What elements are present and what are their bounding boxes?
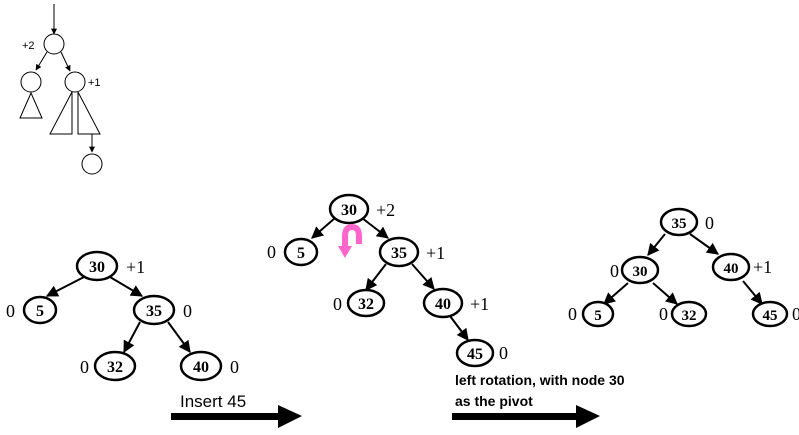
edge-30-32 (652, 282, 678, 305)
insert-step-arrow (171, 405, 302, 428)
edge-30-5 (603, 282, 629, 305)
node-5: 5 (581, 300, 615, 328)
node-30: 30 (620, 255, 660, 285)
edge-30-35 (109, 276, 144, 297)
edge-40-45 (742, 280, 763, 305)
node-32: 32 (93, 350, 137, 382)
schematic-root-node (43, 33, 65, 55)
edge-30-35 (361, 217, 389, 239)
schematic-left-node (20, 71, 42, 93)
rotation-step-label-line1: left rotation, with node 30 (455, 372, 625, 388)
node-5-balance: 0 (6, 301, 15, 321)
svg-text:5: 5 (36, 303, 44, 320)
svg-text:30: 30 (341, 202, 357, 219)
edge-30-5 (45, 276, 85, 297)
node-35: 35 (659, 207, 699, 237)
tree-before: 30 +1 5 0 35 0 32 0 40 0 (6, 250, 239, 382)
schematic-root-balance: +2 (22, 40, 35, 52)
svg-text:45: 45 (467, 346, 483, 363)
node-40-balance: 0 (230, 357, 239, 377)
edge-35-32 (365, 263, 387, 291)
schematic-right-edge (60, 51, 71, 72)
edge-35-40 (167, 321, 191, 353)
schematic-left-edge (35, 51, 48, 71)
rotation-step-arrow (452, 405, 600, 428)
schematic-new-node (81, 153, 103, 175)
node-32-balance: 0 (80, 357, 89, 377)
svg-text:45: 45 (763, 308, 778, 324)
svg-text:5: 5 (594, 308, 602, 324)
schematic-outer-subtree (77, 91, 101, 135)
node-32: 32 (346, 288, 386, 318)
svg-text:30: 30 (633, 264, 648, 280)
node-35: 35 (378, 236, 420, 268)
node-40-balance: +1 (470, 294, 489, 314)
svg-text:35: 35 (146, 303, 162, 320)
node-45-balance: 0 (792, 304, 799, 324)
node-35-balance: 0 (705, 213, 714, 233)
schematic-right-balance: +1 (88, 77, 101, 89)
node-5-balance: 0 (568, 304, 577, 324)
node-40: 40 (179, 350, 223, 382)
edge-40-45 (449, 315, 469, 341)
svg-text:32: 32 (682, 308, 697, 324)
insert-step-label: Insert 45 (180, 392, 246, 411)
node-32: 32 (670, 300, 708, 328)
node-40: 40 (422, 287, 464, 319)
node-45: 45 (751, 300, 789, 328)
tree-after-rotation: 35 0 30 0 40 +1 5 0 32 0 45 0 (568, 207, 799, 328)
svg-text:40: 40 (193, 359, 209, 376)
node-5: 5 (22, 295, 58, 325)
svg-text:40: 40 (724, 261, 739, 277)
node-32-balance: 0 (659, 304, 668, 324)
node-40-balance: +1 (753, 257, 772, 277)
edge-35-32 (123, 321, 141, 354)
node-30-balance: +2 (376, 200, 395, 220)
rotation-arrow-icon (338, 223, 362, 258)
svg-text:40: 40 (435, 296, 451, 313)
node-35: 35 (132, 294, 176, 326)
schematic-inner-subtree (49, 91, 73, 135)
node-40: 40 (711, 252, 751, 282)
svg-text:35: 35 (672, 216, 687, 232)
svg-text:30: 30 (89, 259, 105, 276)
node-32-balance: 0 (333, 294, 342, 314)
node-45: 45 (455, 338, 495, 368)
svg-text:35: 35 (391, 245, 407, 262)
node-30: 30 (75, 250, 119, 282)
node-5-balance: 0 (267, 242, 276, 262)
node-35-balance: 0 (183, 301, 192, 321)
node-30-balance: 0 (610, 261, 619, 281)
node-5: 5 (283, 237, 319, 267)
node-30: 30 (328, 193, 370, 225)
node-35-balance: +1 (426, 243, 445, 263)
node-30-balance: +1 (126, 257, 145, 277)
edge-35-40 (411, 263, 435, 290)
edge-35-30 (647, 233, 666, 256)
rotation-step-label-line2: as the pivot (455, 393, 533, 409)
svg-text:5: 5 (297, 245, 305, 262)
svg-text:32: 32 (358, 296, 374, 313)
schematic-diagram: +2 +1 (19, 4, 103, 175)
schematic-right-node (64, 71, 86, 93)
schematic-left-subtree (19, 91, 43, 119)
svg-text:32: 32 (107, 359, 123, 376)
node-45-balance: 0 (499, 343, 508, 363)
edge-30-5 (311, 217, 336, 239)
tree-after-insert: 30 +2 5 0 35 +1 32 0 40 +1 45 0 (267, 193, 508, 368)
edge-35-40 (689, 233, 719, 255)
